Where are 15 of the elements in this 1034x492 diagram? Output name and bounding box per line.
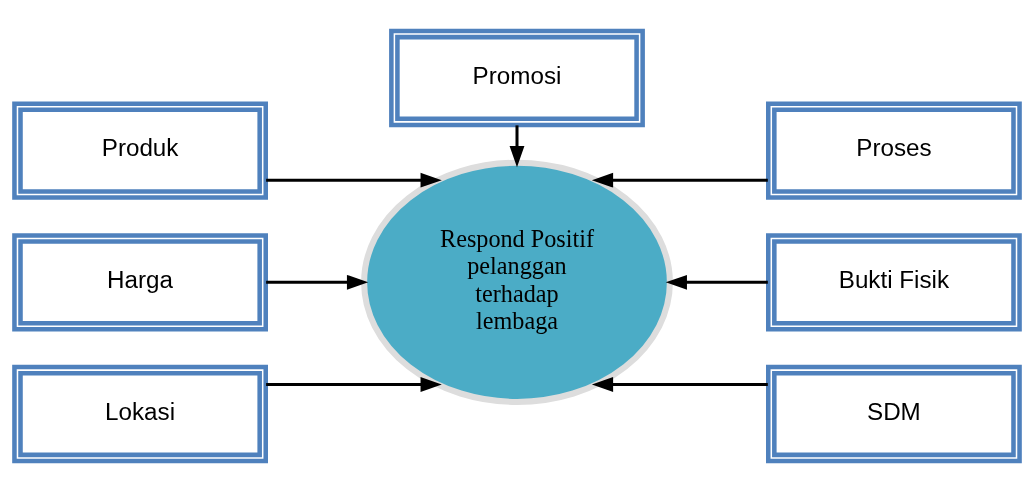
- node-box: Bukti Fisik: [766, 233, 1022, 332]
- node-ellipse: Respond Positif pelanggan terhadap lembaga: [361, 159, 673, 405]
- node-box: Harga: [12, 233, 268, 332]
- node-box: Produk: [12, 101, 268, 200]
- node-box: Proses: [766, 101, 1022, 200]
- arrow: [665, 274, 768, 290]
- node-box: Promosi: [389, 28, 645, 128]
- arrow: [591, 377, 768, 392]
- arrow: [509, 125, 525, 168]
- node-box: SDM: [766, 364, 1022, 464]
- arrow: [591, 172, 768, 188]
- arrow: [266, 274, 369, 290]
- arrow: [266, 377, 442, 392]
- arrow: [266, 172, 442, 188]
- node-box: Lokasi: [12, 364, 268, 464]
